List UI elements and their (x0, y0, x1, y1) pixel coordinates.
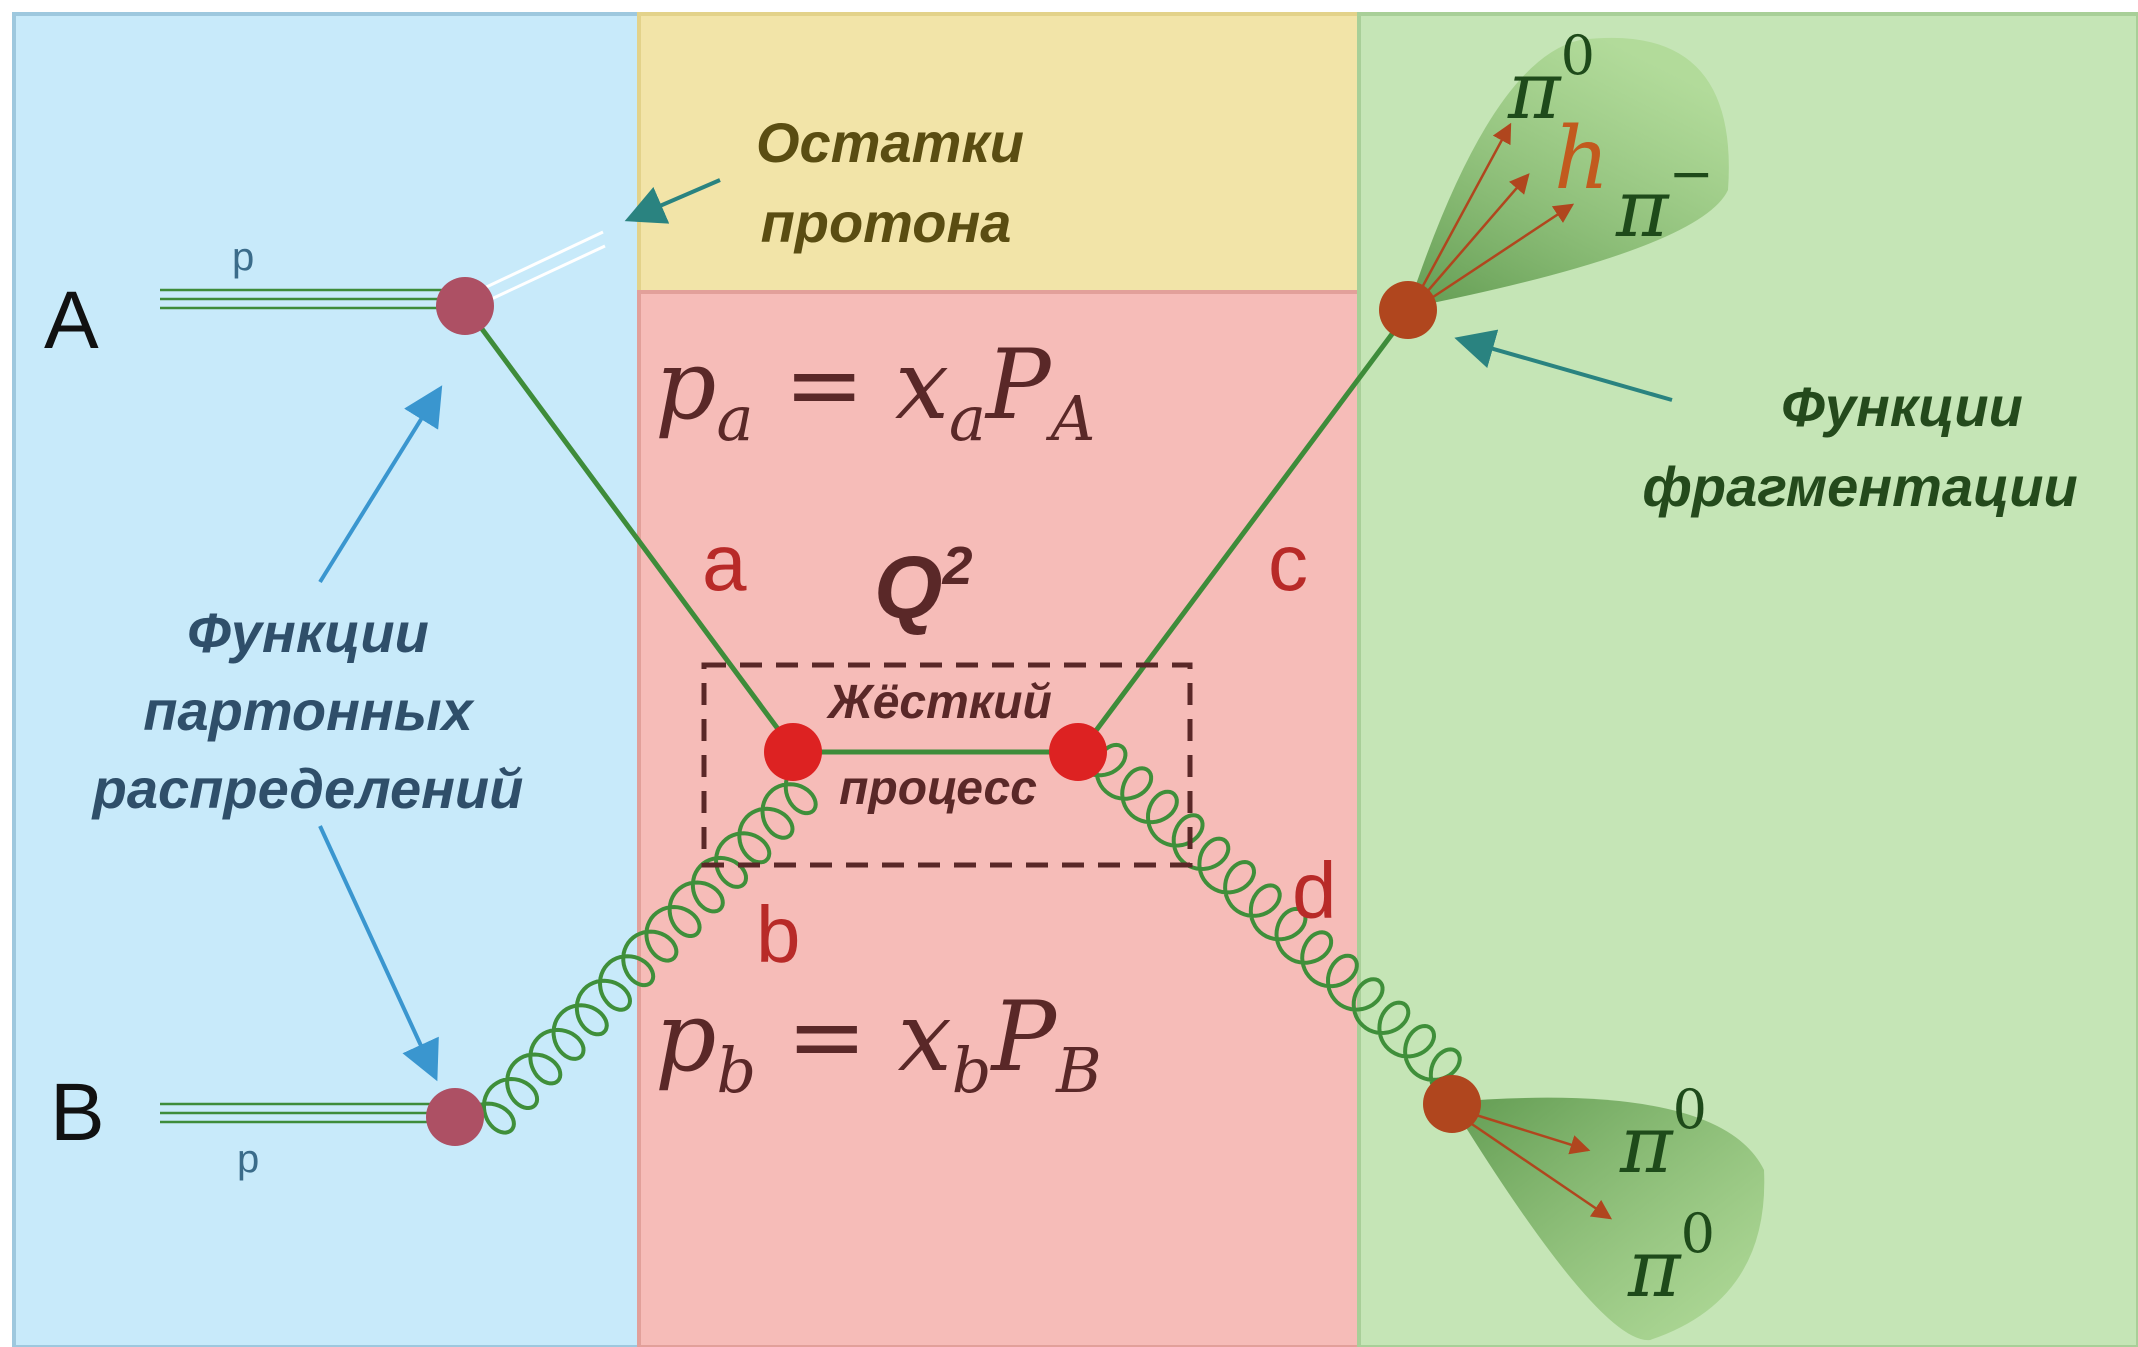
proton-label-top: p (232, 235, 254, 279)
hard-region (637, 290, 1361, 1347)
hadron-pi0-top: π0 (1507, 24, 1595, 137)
vertex-hard-right (1049, 723, 1107, 781)
hard-process-line-2: процесс (839, 762, 1037, 815)
remnant-line-1: Остатки (756, 111, 1024, 174)
gluon-b (466, 766, 818, 1135)
pdf-region (12, 12, 641, 1347)
proton-label-bottom: p (237, 1137, 259, 1181)
hadron-pi0-bottom-1: π0 (1619, 1078, 1707, 1191)
remnant-caption: Остатки протона (756, 111, 1024, 254)
vertex-frag-top (1379, 281, 1437, 339)
hadron-arrows-bottom (1459, 1108, 1613, 1220)
proton-beam-b (160, 1102, 445, 1124)
pdf-caption: Функции партонных распределений (91, 601, 524, 820)
hard-process-box (701, 662, 1193, 868)
parton-d-label: d (1292, 846, 1337, 935)
q2-exp: 2 (941, 536, 972, 596)
parton-b-label: b (756, 890, 801, 979)
parton-c-label: c (1268, 518, 1308, 607)
ff-line-2: фрагментации (1642, 455, 2077, 518)
quark-line-c (1077, 308, 1413, 754)
q2-base: Q (874, 538, 942, 637)
hadron-pi0-bottom-2: π0 (1627, 1202, 1715, 1315)
vertex-frag-bottom (1423, 1075, 1481, 1133)
arrow-pdf-up (318, 385, 443, 584)
remnant-region (637, 12, 1361, 294)
parton-a-label: a (702, 518, 747, 607)
hadron-arrows-top (1416, 122, 1575, 305)
hadron-pim-top: π− (1615, 142, 1714, 255)
pdf-line-2: партонных (143, 679, 475, 742)
arrow-pdf-down (318, 825, 439, 1082)
ff-caption: Функции фрагментации (1642, 375, 2077, 518)
hadron-h-top: h (1554, 109, 1609, 209)
proton-beam-a (160, 288, 455, 310)
vertex-proton-b (426, 1088, 484, 1146)
beam-b-label: B (50, 1067, 105, 1158)
beam-a-label: A (44, 275, 99, 366)
vertex-proton-a (436, 277, 494, 335)
pdf-line-3: распределений (91, 757, 524, 820)
hard-process-line-1: Жёсткий (825, 676, 1052, 729)
q2-label: Q2 (874, 536, 973, 637)
remnant-line-2: протона (761, 191, 1012, 254)
hard-process-caption: Жёсткий процесс (825, 676, 1052, 815)
ff-line-1: Функции (1781, 375, 2023, 438)
gluon-d (1078, 742, 1462, 1098)
jet-cone-top (1408, 37, 1729, 308)
arrow-ff (1454, 329, 1673, 402)
remnant-lines (479, 230, 606, 304)
arrow-remnant (624, 178, 721, 224)
equation-b: pb = xbPB (655, 981, 1102, 1107)
pdf-line-1: Функции (187, 601, 429, 664)
quark-line-a (462, 304, 798, 754)
vertex-hard-left (764, 723, 822, 781)
equation-a: pa = xaPA (655, 329, 1095, 455)
